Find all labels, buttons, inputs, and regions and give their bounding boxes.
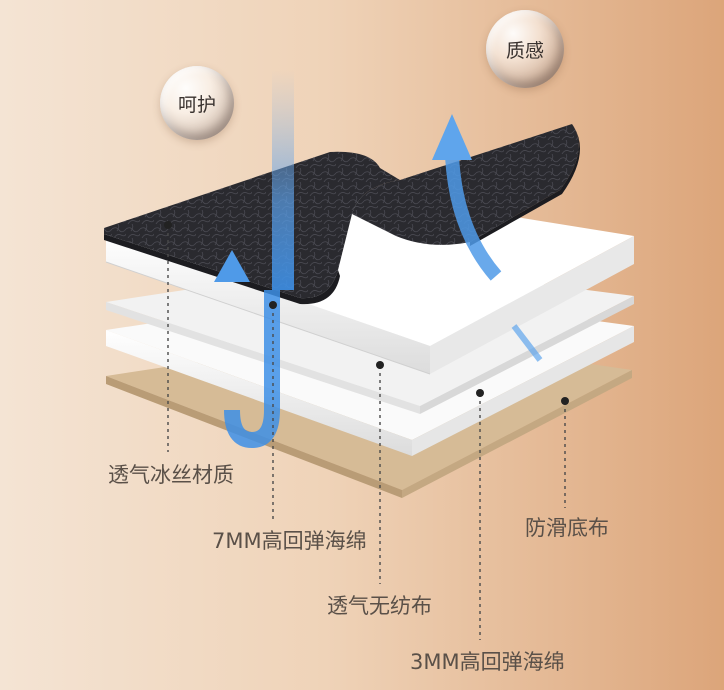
texture-bubble-text: 质感 [505, 39, 544, 62]
label-ice-silk: 透气冰丝材质 [108, 463, 234, 487]
leader-dots [164, 221, 569, 405]
up-arrow-right [432, 114, 472, 160]
ice-silk-top-layer [104, 124, 580, 305]
label-foam-3mm: 3MM高回弹海绵 [410, 650, 565, 674]
leader-lines [167, 226, 566, 640]
label-non-woven: 透气无纺布 [327, 594, 432, 618]
airflow-arrows [214, 70, 543, 449]
downward-airflow-beam [272, 70, 294, 290]
care-bubble: 呵护 [160, 66, 234, 140]
up-arrow-left [214, 250, 250, 282]
care-bubble-text: 呵护 [177, 93, 216, 116]
texture-bubble: 质感 [486, 10, 564, 88]
label-foam-7mm: 7MM高回弹海绵 [212, 529, 367, 553]
label-anti-slip: 防滑底布 [525, 516, 609, 540]
